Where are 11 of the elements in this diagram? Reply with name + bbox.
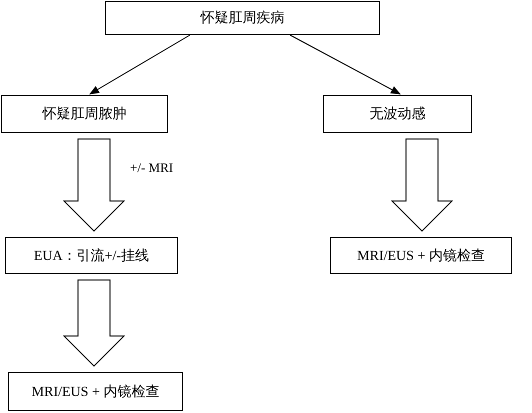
block-arrow bbox=[62, 280, 126, 367]
block-arrow bbox=[390, 138, 454, 232]
arrow bbox=[89, 34, 190, 94]
process-box: EUA：引流+/-挂线 bbox=[5, 237, 178, 274]
block-arrow bbox=[62, 138, 126, 232]
process-box: 怀疑肛周疾病 bbox=[105, 1, 380, 35]
arrow bbox=[290, 34, 401, 94]
process-box: 无波动感 bbox=[323, 95, 472, 133]
process-box: MRI/EUS + 内镜检查 bbox=[330, 237, 512, 274]
process-box: MRI/EUS + 内镜检查 bbox=[8, 372, 183, 411]
process-box: 怀疑肛周脓肿 bbox=[1, 95, 168, 133]
